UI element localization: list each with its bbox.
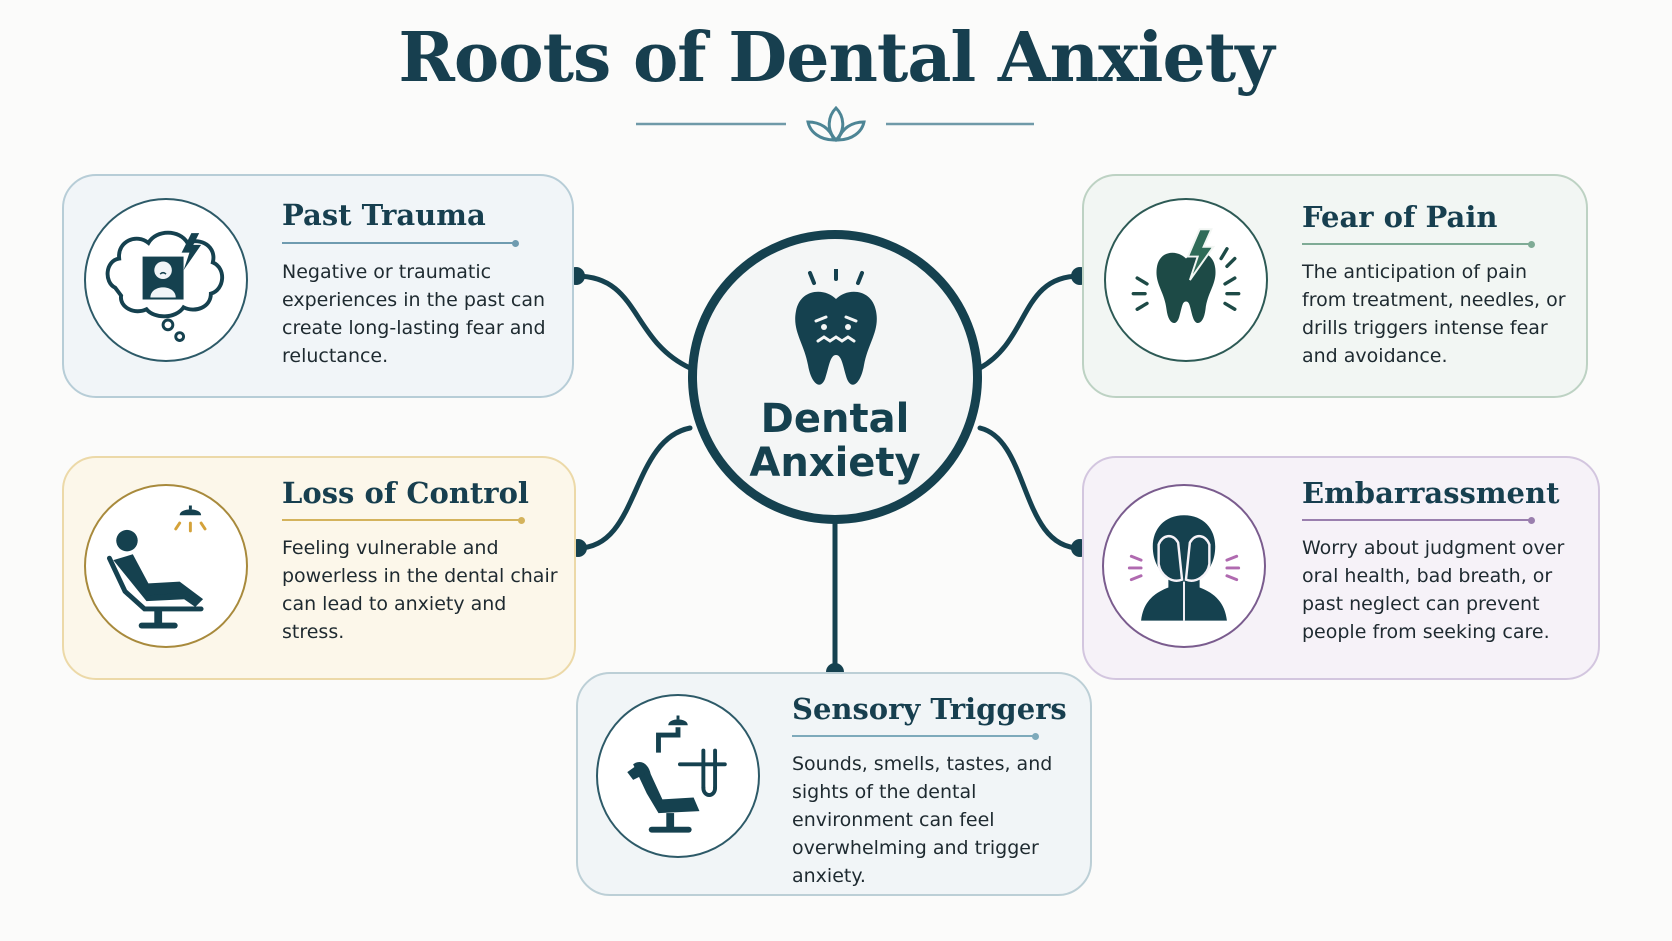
title-underline <box>282 517 525 524</box>
hub-label-line-1: Dental <box>760 396 910 442</box>
worried-tooth-icon <box>795 269 877 385</box>
title-underline <box>282 240 519 247</box>
sensory-triggers-icon-frame <box>596 694 760 858</box>
card-description: Worry about judgment over oral health, b… <box>1302 537 1565 643</box>
past-trauma-icon-frame <box>84 198 248 362</box>
card-title: Embarrassment <box>1302 476 1560 510</box>
card-sensory-triggers: Sensory Triggers Sounds, smells, tastes,… <box>576 672 1092 896</box>
face-in-hands-icon <box>1127 515 1241 621</box>
card-fear-of-pain: Fear of Pain The anticipation of pain fr… <box>1082 174 1588 398</box>
card-description: The anticipation of pain from treatment,… <box>1302 261 1566 367</box>
title-underline <box>792 733 1039 740</box>
card-title: Sensory Triggers <box>792 692 1067 726</box>
dental-equipment-icon <box>627 715 727 833</box>
card-loss-of-control: Loss of Control Feeling vulnerable and p… <box>62 456 576 680</box>
title-underline <box>1302 517 1535 524</box>
central-hub: Dental Anxiety <box>688 230 982 524</box>
card-embarrassment: Embarrassment Worry about judgment over … <box>1082 456 1600 680</box>
card-title: Past Trauma <box>282 198 486 232</box>
embarrassment-icon-frame <box>1102 484 1266 648</box>
card-title: Fear of Pain <box>1302 200 1498 234</box>
thought-bubble-trauma-icon <box>105 230 225 342</box>
card-description: Feeling vulnerable and powerless in the … <box>282 537 558 643</box>
painful-tooth-icon <box>1131 228 1241 324</box>
card-description: Negative or traumatic experiences in the… <box>282 261 546 367</box>
loss-of-control-icon-frame <box>84 484 248 648</box>
title-underline <box>1302 241 1535 248</box>
hub-label: Dental Anxiety <box>697 397 973 485</box>
hub-label-line-2: Anxiety <box>749 440 921 486</box>
card-title: Loss of Control <box>282 476 529 510</box>
title-divider <box>636 105 1034 143</box>
card-past-trauma: Past Trauma Negative or traumatic experi… <box>62 174 574 398</box>
card-description: Sounds, smells, tastes, and sights of th… <box>792 753 1053 887</box>
patient-in-chair-icon <box>106 505 207 629</box>
leaf-ornament-icon <box>806 105 866 143</box>
fear-of-pain-icon-frame <box>1104 198 1268 362</box>
page-title: Roots of Dental Anxiety <box>398 18 1274 98</box>
